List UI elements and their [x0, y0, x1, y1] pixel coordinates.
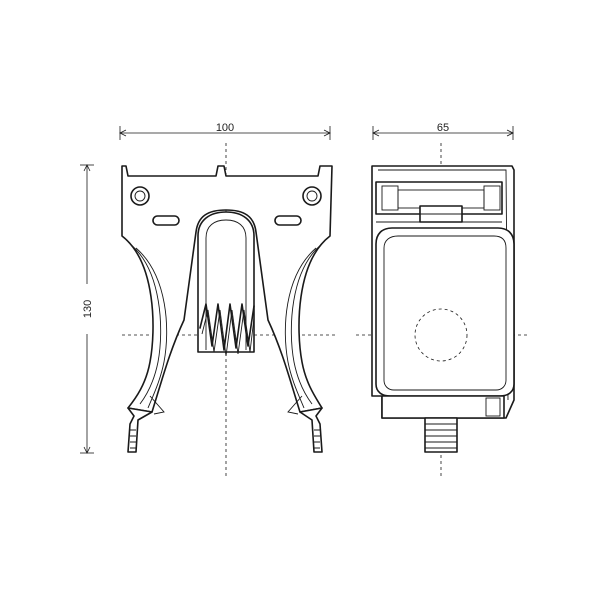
front-slot-left	[152, 215, 180, 226]
front-leg-right	[287, 395, 323, 453]
dimension-height-label: 130	[82, 300, 94, 318]
front-slot-right	[274, 215, 302, 226]
front-mounting-hole-right	[302, 186, 322, 206]
side-threaded-stud	[424, 417, 458, 453]
front-mounting-hole-left	[130, 186, 150, 206]
side-housing	[375, 227, 515, 397]
front-outer-profile	[121, 165, 333, 413]
side-view	[371, 165, 515, 453]
dimension-front-width-label: 100	[216, 122, 234, 134]
dimension-side-width: 65	[372, 122, 514, 140]
side-top-clamp	[375, 181, 503, 223]
front-spring	[199, 303, 255, 351]
dimension-height: 130	[80, 164, 94, 454]
front-view	[121, 165, 333, 453]
front-leg-left	[127, 395, 165, 453]
dimension-front-width: 100	[119, 122, 331, 140]
dimension-side-width-label: 65	[437, 122, 449, 134]
side-hidden-bore	[414, 308, 468, 362]
